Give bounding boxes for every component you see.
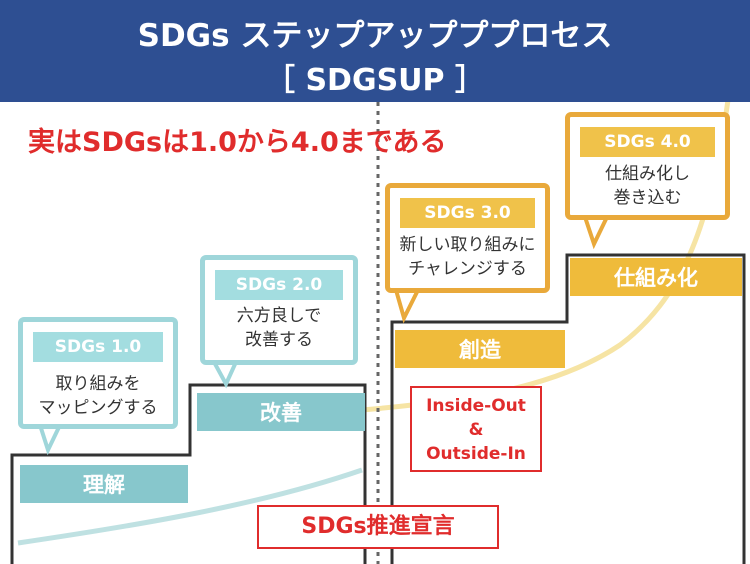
title-line-2: ［ SDGSUP ］ <box>265 63 485 98</box>
bubble-tail-4 <box>582 215 611 250</box>
title-line-1: SDGs ステップアップププロセス <box>137 18 613 54</box>
bubble-text-line: マッピングする <box>38 398 158 418</box>
inside-out-outside-in-box: Inside-Out & Outside-In <box>410 386 542 472</box>
inside-out-line: & <box>468 420 484 440</box>
bubble-tail-2 <box>210 360 240 389</box>
step-label-understand: 理解 <box>20 465 188 503</box>
bubble-text-line: チャレンジする <box>408 259 527 279</box>
step-label-improve: 改善 <box>197 393 365 431</box>
bubble-sdgs-2: SDGs 2.0 六方良しで 改善する <box>200 255 358 365</box>
bubble-tag: SDGs 3.0 <box>400 198 535 228</box>
bubble-text: 取り組みを マッピングする <box>27 372 169 420</box>
headline: 実はSDGsは1.0から4.0まである <box>28 127 447 158</box>
bubble-tail-3 <box>393 288 422 324</box>
inside-out-line: Outside-In <box>426 444 526 464</box>
bubble-tag: SDGs 1.0 <box>33 332 163 362</box>
bubble-tag: SDGs 4.0 <box>580 127 715 157</box>
bubble-text-line: 取り組みを <box>55 374 141 394</box>
step-label-systemize: 仕組み化 <box>570 258 742 296</box>
bubble-text: 新しい取り組みに チャレンジする <box>394 233 541 281</box>
bubble-text: 仕組み化し 巻き込む <box>574 162 721 210</box>
title-banner: SDGs ステップアップププロセス ［ SDGSUP ］ <box>0 0 750 102</box>
staircase-left <box>10 383 367 564</box>
bubble-text-line: 巻き込む <box>613 188 682 208</box>
bubble-sdgs-4: SDGs 4.0 仕組み化し 巻き込む <box>565 112 730 220</box>
bubble-text: 六方良しで 改善する <box>209 304 349 352</box>
bubble-text-line: 仕組み化し <box>605 164 690 184</box>
sdgs-declaration-box: SDGs推進宣言 <box>257 505 499 549</box>
growth-curve-teal <box>17 467 363 546</box>
bubble-text-line: 新しい取り組みに <box>399 235 536 255</box>
bubble-text-line: 六方良しで <box>236 306 322 326</box>
step-label-create: 創造 <box>395 330 565 368</box>
staircase-right <box>390 253 746 564</box>
bubble-text-line: 改善する <box>245 330 313 350</box>
inside-out-line: Inside-Out <box>426 396 526 416</box>
bubble-sdgs-3: SDGs 3.0 新しい取り組みに チャレンジする <box>385 183 550 293</box>
bubble-tag: SDGs 2.0 <box>215 270 343 300</box>
bubble-sdgs-1: SDGs 1.0 取り組みを マッピングする <box>18 317 178 429</box>
